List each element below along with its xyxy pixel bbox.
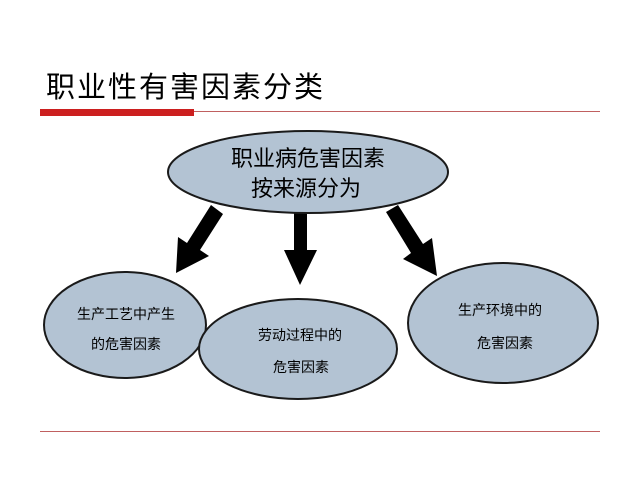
node-production-process-line1: 生产工艺中产生 [77, 307, 175, 323]
slide-title: 职业性有害因素分类 [46, 70, 326, 104]
arrow-left [176, 205, 223, 273]
node-labor-process-line2: 危害因素 [273, 360, 329, 376]
node-production-environment-line1: 生产环境中的 [458, 303, 542, 319]
node-labor-process: 劳动过程中的 危害因素 [198, 298, 398, 400]
node-production-environment: 生产环境中的 危害因素 [407, 262, 599, 384]
node-production-environment-line2: 危害因素 [477, 336, 533, 352]
node-root-line1: 职业病危害因素 [231, 147, 385, 172]
node-root: 职业病危害因素 按来源分为 [167, 130, 449, 214]
footer-divider [40, 431, 600, 432]
title-divider [194, 111, 600, 112]
node-production-process: 生产工艺中产生 的危害因素 [43, 271, 207, 379]
title-accent-bar [40, 109, 194, 116]
node-root-line2: 按来源分为 [251, 177, 361, 202]
node-labor-process-line1: 劳动过程中的 [258, 328, 342, 344]
node-production-process-line2: 的危害因素 [91, 337, 161, 353]
arrow-right [386, 205, 437, 276]
arrow-center [284, 207, 317, 285]
